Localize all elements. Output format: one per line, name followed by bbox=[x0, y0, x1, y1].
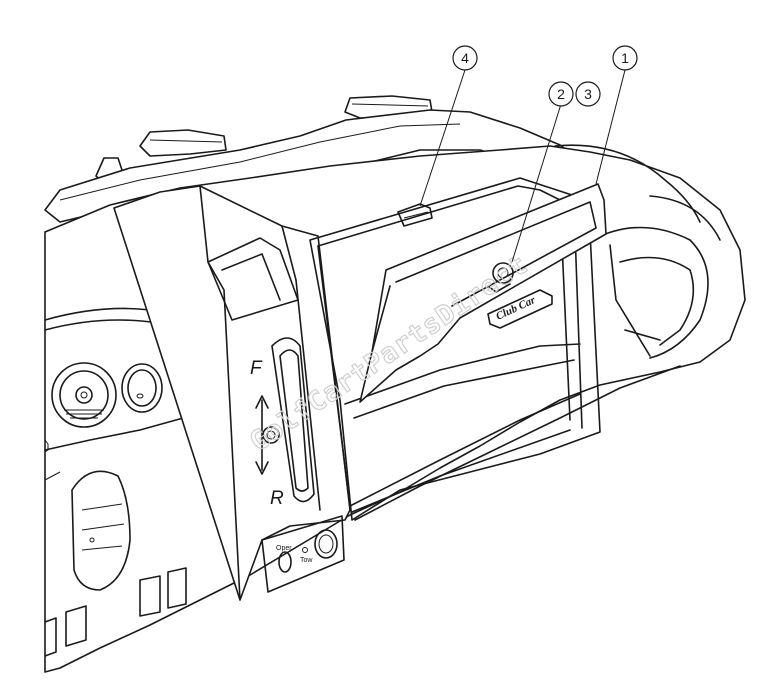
forward-label: F bbox=[250, 358, 263, 379]
ignition-key-icon bbox=[262, 426, 280, 444]
callout-3: 3 bbox=[575, 81, 601, 107]
callout-2-label: 2 bbox=[557, 86, 565, 102]
direction-arrow-icon bbox=[255, 395, 269, 475]
reverse-label: R bbox=[270, 488, 284, 509]
switch-label: Oper bbox=[276, 545, 292, 552]
leader-lines bbox=[419, 69, 626, 263]
callout-1-label: 1 bbox=[621, 50, 629, 66]
switch-sub-label: Tow bbox=[300, 557, 313, 564]
callout-2: 2 bbox=[548, 81, 574, 107]
callout-4: 4 bbox=[452, 45, 478, 71]
callout-1: 1 bbox=[612, 45, 638, 71]
glovebox bbox=[309, 177, 607, 521]
latch-icon bbox=[397, 203, 433, 227]
callout-3-label: 3 bbox=[584, 86, 592, 102]
selector-pillar bbox=[113, 185, 351, 601]
callout-4-label: 4 bbox=[461, 50, 469, 66]
